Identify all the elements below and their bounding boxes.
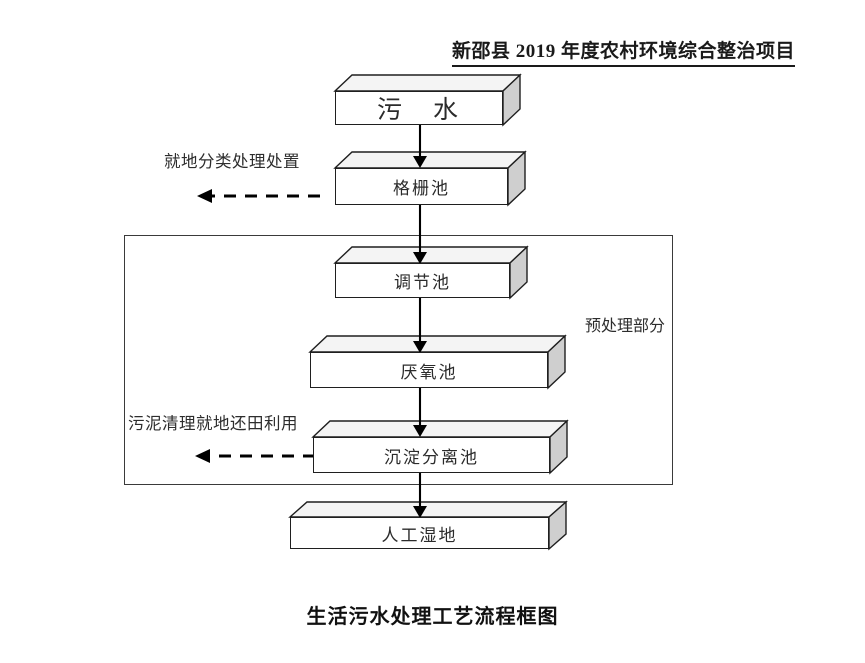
node-sewage-label: 污 水 — [335, 91, 503, 125]
arrow-regulating-to-anaerobic — [413, 298, 427, 353]
node-grille: 格栅池 — [333, 150, 527, 207]
node-wetland: 人工湿地 — [288, 500, 568, 551]
node-anaerobic-label: 厌氧池 — [310, 352, 548, 388]
pretreatment-group-label: 预处理部分 — [585, 318, 666, 335]
arrow-settling-to-wetland — [413, 473, 427, 518]
node-wetland-label: 人工湿地 — [290, 517, 549, 549]
node-regulating-label: 调节池 — [335, 263, 510, 298]
node-regulating: 调节池 — [333, 245, 529, 300]
arrow-sewage-to-grille — [413, 125, 427, 168]
node-grille-label: 格栅池 — [335, 168, 508, 205]
arrow-sludge-reuse — [195, 449, 315, 463]
node-sewage-3d-faces — [333, 73, 522, 127]
arrow-anaerobic-to-settling — [413, 388, 427, 437]
node-anaerobic-3d-faces — [308, 334, 567, 390]
pretreatment-group-box — [124, 235, 673, 485]
side-label-onsite-sorting: 就地分类处理处置 — [164, 152, 300, 171]
arrow-grille-to-regulating — [413, 205, 427, 264]
node-settling: 沉淀分离池 — [311, 419, 569, 475]
node-anaerobic: 厌氧池 — [308, 334, 567, 390]
node-sewage: 污 水 — [333, 73, 522, 127]
node-settling-label: 沉淀分离池 — [313, 437, 550, 473]
side-label-sludge-reuse: 污泥清理就地还田利用 — [128, 414, 298, 433]
page-title: 新邵县 2019 年度农村环境综合整治项目 — [452, 36, 796, 67]
arrow-onsite-sorting — [197, 189, 320, 203]
figure-caption: 生活污水处理工艺流程框图 — [306, 606, 559, 628]
